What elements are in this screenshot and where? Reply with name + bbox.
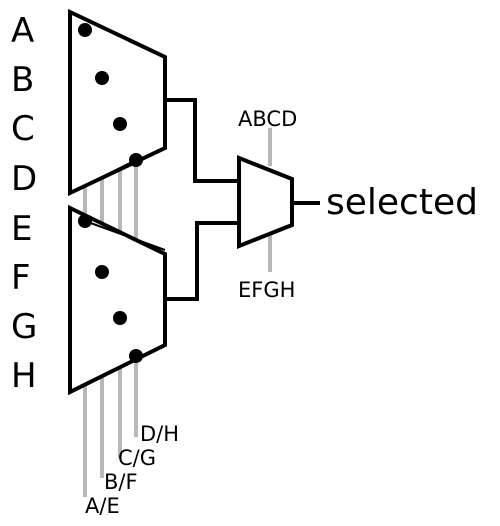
input-label-a: A	[11, 11, 34, 51]
input-contact-a	[78, 23, 92, 37]
final-two-to-one-mux	[237, 155, 294, 249]
input-label-g: G	[11, 307, 37, 347]
select-label-d-h: D/H	[140, 422, 179, 446]
bottom-mux-output-wire	[165, 221, 239, 301]
bottom-group-label: EFGH	[238, 278, 295, 302]
select-label-a-e: A/E	[85, 494, 120, 518]
top-group-label: ABCD	[238, 107, 297, 131]
top-switch-arm	[69, 159, 137, 194]
input-label-d: D	[11, 159, 37, 199]
top-mux-output-wire	[165, 98, 239, 183]
input-contacts	[78, 23, 143, 363]
input-label-h: H	[11, 356, 37, 396]
input-contact-h	[129, 349, 143, 363]
input-label-c: C	[11, 109, 35, 149]
input-label-e: E	[11, 209, 32, 249]
output-label: selected	[326, 182, 478, 223]
select-label-c-g: C/G	[118, 446, 156, 470]
bottom-four-to-one-mux	[68, 204, 167, 396]
input-contact-g	[113, 311, 127, 325]
input-contact-b	[95, 71, 109, 85]
select-label-b-f: B/F	[104, 470, 138, 494]
bottom-switch-arm	[84, 220, 166, 251]
switch-arms	[69, 159, 166, 251]
input-labels: A B C D E F G H	[11, 11, 37, 396]
select-line-labels: D/H C/G B/F A/E	[85, 422, 179, 518]
input-contact-d	[129, 153, 143, 167]
input-contact-f	[95, 265, 109, 279]
input-label-b: B	[11, 60, 34, 100]
input-contact-c	[113, 117, 127, 131]
input-label-f: F	[11, 258, 31, 298]
input-contact-e	[78, 214, 92, 228]
top-four-to-one-mux	[68, 8, 167, 197]
